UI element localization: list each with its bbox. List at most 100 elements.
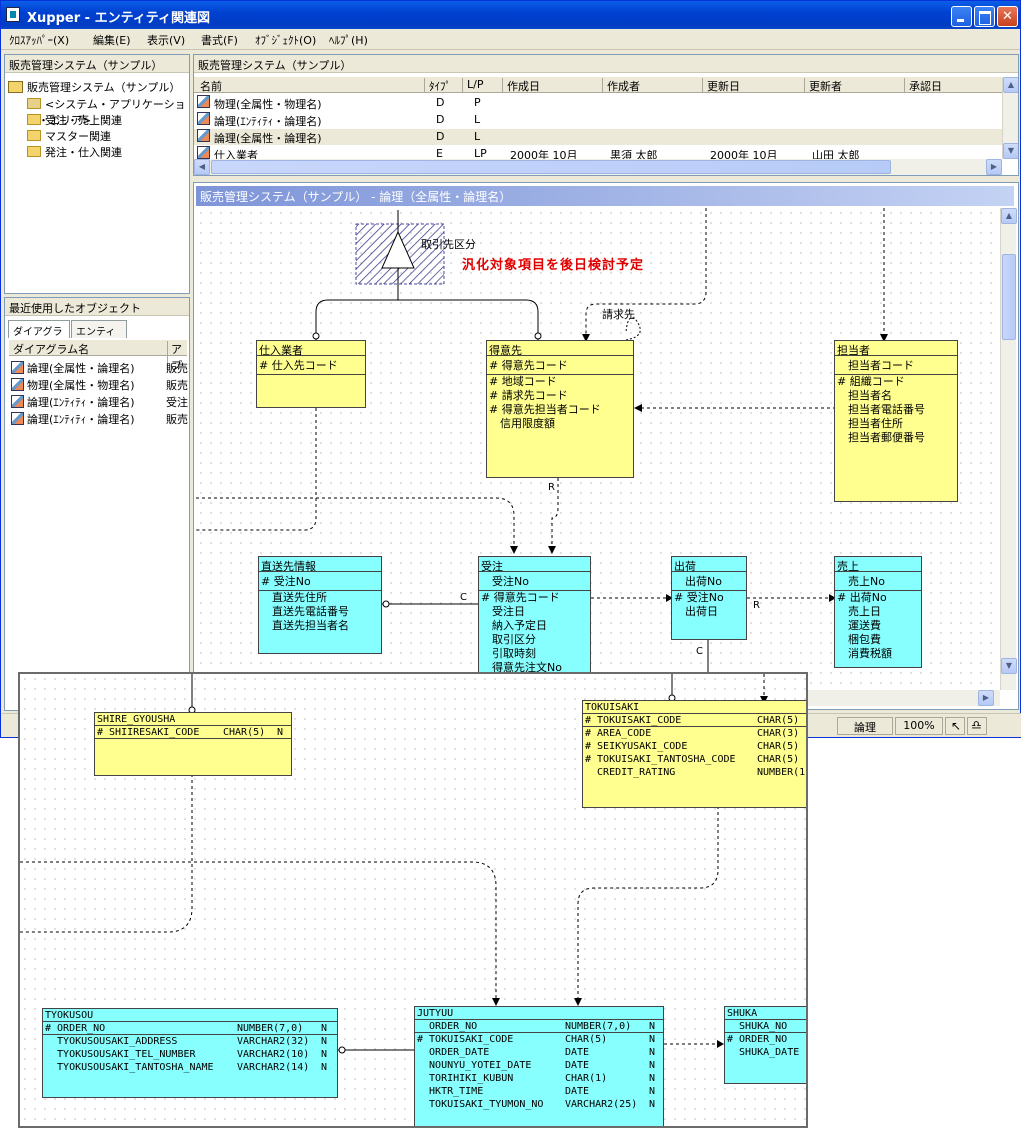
column-field: VARCHAR2(32) xyxy=(237,1036,310,1047)
tab-entity[interactable]: エンティティ xyxy=(71,320,127,353)
menu-help[interactable]: ﾍﾙﾌﾟ(H) xyxy=(329,34,368,47)
column-field: ORDER_DATE xyxy=(417,1047,490,1058)
entity-attr: # 組織コード xyxy=(837,375,905,388)
tab-diagram[interactable]: ダイアグラム xyxy=(8,320,70,353)
col-lp[interactable]: L/P xyxy=(462,78,483,93)
recent-row[interactable]: 論理(ｴﾝﾃｨﾃｨ・論理名)受注 xyxy=(11,394,188,410)
column-field: SHUKA_DATE xyxy=(727,1047,800,1058)
entity-shukka[interactable]: 出荷 出荷No# 受注No 出荷日 xyxy=(671,556,747,640)
menu-view[interactable]: 表示(V) xyxy=(147,34,186,47)
column-field: NUMBER(1 xyxy=(757,767,806,778)
scroll-down-icon[interactable]: ▼ xyxy=(1001,658,1017,674)
diagram-title: 販売管理システム（サンプル） - 論理（全属性・論理名） xyxy=(196,186,1014,206)
col-approved[interactable]: 承認日 xyxy=(904,78,942,93)
folder-icon xyxy=(27,146,41,157)
entity-name: JUTYUU xyxy=(415,1007,663,1020)
list-cell: D xyxy=(436,113,445,126)
list-cell: D xyxy=(436,130,445,143)
column-field: # ORDER_NO xyxy=(45,1023,106,1034)
col-creator[interactable]: 作成者 xyxy=(602,78,640,93)
scroll-right-icon[interactable]: ▶ xyxy=(986,159,1002,175)
column-field: N xyxy=(649,1073,656,1084)
tree-item-order-sales[interactable]: 受注・売上関連 xyxy=(27,112,122,128)
entity-attr: 運送費 xyxy=(837,619,881,632)
tree-item-purchase[interactable]: 発注・仕入関連 xyxy=(27,144,122,160)
scroll-right-icon[interactable]: ▶ xyxy=(978,690,994,706)
list-cell: D xyxy=(436,96,445,109)
pointer-tool[interactable]: ↖ xyxy=(945,717,965,735)
entity-shuka[interactable]: SHUKA SHUKA_NO# ORDER_NO SHUKA_DATE xyxy=(724,1006,806,1084)
list-cell: 物理(全属性・物理名) xyxy=(214,98,322,111)
diagram-canvas[interactable]: 取引先区分 汎化対象項目を後日検討予定 請求先 R C C R 仕入業者# 仕入… xyxy=(196,208,1000,690)
col-updater[interactable]: 更新者 xyxy=(804,78,842,93)
diagram-vscrollbar[interactable]: ▲ ▼ xyxy=(1000,208,1017,690)
maximize-button[interactable] xyxy=(974,6,995,27)
tree-item-master[interactable]: マスター関連 xyxy=(27,128,111,144)
col-type[interactable]: ﾀｲﾌﾟ xyxy=(424,78,451,93)
status-zoom: 100% xyxy=(895,717,943,735)
col-diagram-name[interactable]: ダイアグラム名 xyxy=(13,343,90,356)
recent-header: 最近使用したオブジェクト xyxy=(5,298,189,316)
primary-key-attr: 担当者コード xyxy=(837,359,914,372)
col-created[interactable]: 作成日 xyxy=(502,78,540,93)
recent-row[interactable]: 論理(ｴﾝﾃｨﾃｨ・論理名)販売 xyxy=(11,411,188,427)
entity-tokuisaki[interactable]: 得意先# 得意先コード# 地域コード# 請求先コード# 得意先担当者コード 信用… xyxy=(486,340,634,478)
scroll-up-icon[interactable]: ▲ xyxy=(1001,208,1017,224)
col-app[interactable]: アプ xyxy=(167,341,187,373)
recent-row[interactable]: 物理(全属性・物理名)販売 xyxy=(11,377,188,393)
title-bar[interactable]: Xupper - エンティティ関連図 ✕ xyxy=(1,1,1020,29)
tree-root[interactable]: 販売管理システム（サンプル） xyxy=(8,79,180,95)
entity-attr: 直送先住所 xyxy=(261,591,327,604)
hscroll-thumb[interactable] xyxy=(211,160,891,174)
diagram-icon xyxy=(11,395,24,408)
column-field: N xyxy=(321,1062,328,1073)
minimize-button[interactable] xyxy=(951,6,972,27)
entity-uriage[interactable]: 売上 売上No# 出荷No 売上日 運送費 梱包費 消費税額 xyxy=(834,556,922,668)
menu-object[interactable]: ｵﾌﾞｼﾞｪｸﾄ(O) xyxy=(255,34,317,47)
entity-name: SHIRE_GYOUSHA xyxy=(95,713,291,726)
entity-name: 売上 xyxy=(835,557,921,573)
recent-row[interactable]: 論理(全属性・論理名)販売 xyxy=(11,360,188,376)
scroll-left-icon[interactable]: ◀ xyxy=(194,159,210,175)
list-vscrollbar[interactable]: ▲ ▼ xyxy=(1002,77,1018,159)
column-field: # ORDER_NO xyxy=(727,1034,788,1045)
vscroll-thumb[interactable] xyxy=(1002,254,1016,340)
diagram-icon xyxy=(197,129,210,142)
primary-key-attr: 売上No xyxy=(837,575,885,588)
relationship-lines xyxy=(196,208,888,690)
rel-label-r: R xyxy=(548,482,555,493)
scroll-down-icon[interactable]: ▼ xyxy=(1003,143,1018,159)
col-name[interactable]: 名前 xyxy=(200,80,222,93)
close-button[interactable]: ✕ xyxy=(997,6,1018,27)
app-icon[interactable] xyxy=(6,7,20,22)
column-field: NUMBER(7,0) xyxy=(237,1023,304,1034)
tree-item-area[interactable]: <システム・アプリケーション・エリア> xyxy=(27,98,186,127)
col-updated[interactable]: 更新日 xyxy=(702,78,740,93)
folder-icon xyxy=(27,114,41,125)
menu-edit[interactable]: 編集(E) xyxy=(93,34,131,47)
scroll-up-icon[interactable]: ▲ xyxy=(1003,77,1018,93)
find-tool[interactable]: ♎ xyxy=(967,717,987,735)
entity-juchu[interactable]: 受注 受注No# 得意先コード 受注日 納入予定日 取引区分 引取時刻 得意先注… xyxy=(478,556,591,690)
column-field: TYOKUSOUSAKI_ADDRESS xyxy=(45,1036,178,1047)
list-hscrollbar[interactable]: ◀ ▶ xyxy=(194,159,1002,175)
entity-shiire[interactable]: 仕入業者# 仕入先コード xyxy=(256,340,366,408)
minimize-icon xyxy=(952,7,971,26)
menu-crossupper[interactable]: ｸﾛｽｱｯﾊﾟｰ(X) xyxy=(9,34,70,47)
column-field: N xyxy=(649,1034,656,1045)
menu-format[interactable]: 書式(F) xyxy=(201,34,238,47)
entity-tantosha[interactable]: 担当者 担当者コード# 組織コード 担当者名 担当者電話番号 担当者住所 担当者… xyxy=(834,340,958,502)
entity-chokusosaki[interactable]: 直送先情報# 受注No 直送先住所 直送先電話番号 直送先担当者名 xyxy=(258,556,382,654)
